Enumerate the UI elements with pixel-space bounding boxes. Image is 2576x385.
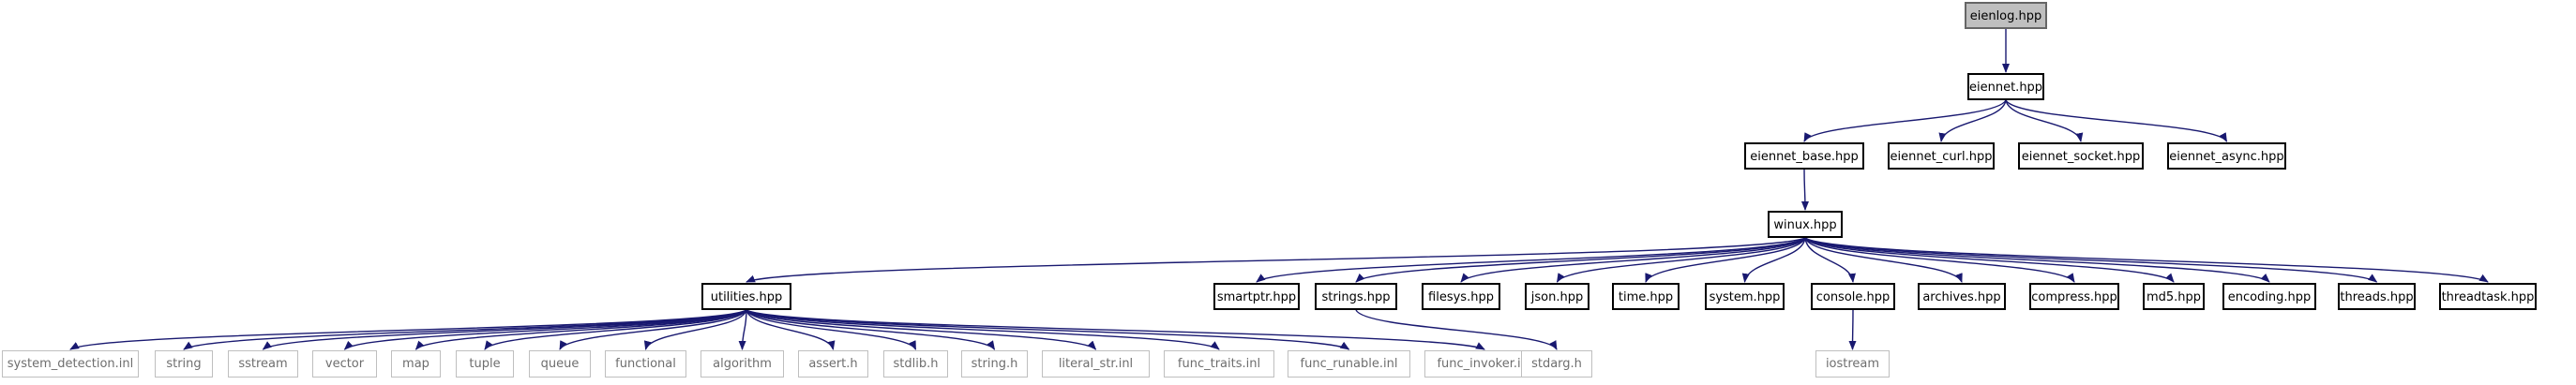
- edge-eiennet-to-eiennet-socket: [2005, 99, 2084, 142]
- node-archives[interactable]: archives.hpp: [1918, 283, 2006, 310]
- edge-winux-to-utilities: [746, 237, 1806, 283]
- edge-utilities-to-system-detection: [69, 309, 747, 350]
- node-eiennet[interactable]: eiennet.hpp: [1967, 73, 2044, 100]
- edge-console-to-iostream: [1848, 309, 1857, 350]
- node-algorithm[interactable]: algorithm: [700, 350, 784, 378]
- edge-utilities-to-stdlib: [746, 309, 917, 350]
- edge-utilities-to-assert: [746, 309, 836, 350]
- edge-eiennet-to-eiennet-async: [2005, 99, 2228, 142]
- edge-utilities-to-literal-str: [746, 309, 1097, 350]
- edge-utilities-to-string: [183, 309, 747, 350]
- node-md5[interactable]: md5.hpp: [2143, 283, 2205, 310]
- node-vector[interactable]: vector: [312, 350, 377, 378]
- edge-winux-to-json: [1556, 237, 1806, 283]
- edge-utilities-to-func-traits: [746, 309, 1220, 350]
- edge-eiennet-to-eiennet-curl: [1938, 99, 2007, 142]
- node-eiennet-curl[interactable]: eiennet_curl.hpp: [1888, 142, 1995, 170]
- node-compress[interactable]: compress.hpp: [2029, 283, 2119, 310]
- edge-utilities-to-string-h: [746, 309, 996, 350]
- node-strings[interactable]: strings.hpp: [1315, 283, 1397, 310]
- edge-winux-to-threads: [1804, 237, 2378, 283]
- edge-utilities-to-tuple: [484, 309, 747, 350]
- node-threads[interactable]: threads.hpp: [2338, 283, 2416, 310]
- edge-utilities-to-queue: [559, 309, 747, 350]
- edge-winux-to-strings: [1355, 237, 1806, 283]
- node-iostream[interactable]: iostream: [1815, 350, 1890, 378]
- node-queue[interactable]: queue: [529, 350, 591, 378]
- node-system-detection[interactable]: system_detection.inl: [2, 350, 139, 378]
- edge-utilities-to-map: [414, 309, 747, 350]
- node-literal-str[interactable]: literal_str.inl: [1042, 350, 1150, 378]
- edge-winux-to-threadtask: [1804, 237, 2489, 283]
- edge-utilities-to-func-invoker: [746, 309, 1485, 350]
- edge-utilities-to-sstream: [262, 309, 747, 350]
- edge-utilities-to-func-runable: [746, 309, 1350, 350]
- node-string[interactable]: string: [155, 350, 213, 378]
- node-console[interactable]: console.hpp: [1811, 283, 1895, 310]
- edge-utilities-to-functional: [643, 309, 747, 350]
- edge-winux-to-filesys: [1460, 237, 1806, 283]
- edge-eiennet-base-to-winux: [1800, 169, 1809, 211]
- node-assert[interactable]: assert.h: [798, 350, 868, 378]
- node-eiennet-base[interactable]: eiennet_base.hpp: [1744, 142, 1864, 170]
- edge-winux-to-archives: [1804, 237, 1963, 283]
- edge-winux-to-encoding: [1804, 237, 2270, 283]
- node-functional[interactable]: functional: [605, 350, 686, 378]
- node-tuple[interactable]: tuple: [456, 350, 514, 378]
- node-filesys[interactable]: filesys.hpp: [1422, 283, 1500, 310]
- node-func-runable[interactable]: func_runable.inl: [1288, 350, 1410, 378]
- node-system[interactable]: system.hpp: [1705, 283, 1785, 310]
- node-func-traits[interactable]: func_traits.inl: [1164, 350, 1274, 378]
- node-string-h[interactable]: string.h: [961, 350, 1028, 378]
- node-json[interactable]: json.hpp: [1525, 283, 1589, 310]
- edge-winux-to-md5: [1804, 237, 2175, 283]
- node-encoding[interactable]: encoding.hpp: [2222, 283, 2316, 310]
- edge-utilities-to-vector: [343, 309, 747, 350]
- edge-winux-to-console: [1804, 237, 1856, 283]
- node-eienlog[interactable]: eienlog.hpp: [1965, 2, 2047, 29]
- edge-strings-to-stdarg: [1355, 309, 1558, 350]
- edge-utilities-to-algorithm: [738, 309, 747, 350]
- node-winux[interactable]: winux.hpp: [1768, 211, 1843, 238]
- edge-winux-to-compress: [1804, 237, 2075, 283]
- node-smartptr[interactable]: smartptr.hpp: [1213, 283, 1300, 310]
- edge-winux-to-time: [1645, 237, 1806, 283]
- node-stdlib[interactable]: stdlib.h: [883, 350, 948, 378]
- node-threadtask[interactable]: threadtask.hpp: [2439, 283, 2537, 310]
- node-map[interactable]: map: [391, 350, 441, 378]
- node-stdarg[interactable]: stdarg.h: [1521, 350, 1592, 378]
- edge-winux-to-system: [1741, 237, 1806, 283]
- node-eiennet-socket[interactable]: eiennet_socket.hpp: [2018, 142, 2144, 170]
- node-sstream[interactable]: sstream: [228, 350, 298, 378]
- edge-winux-to-smartptr: [1256, 237, 1806, 283]
- node-eiennet-async[interactable]: eiennet_async.hpp: [2167, 142, 2286, 170]
- edge-eiennet-to-eiennet-base: [1803, 99, 2007, 142]
- node-utilities[interactable]: utilities.hpp: [701, 283, 791, 310]
- node-time[interactable]: time.hpp: [1612, 283, 1680, 310]
